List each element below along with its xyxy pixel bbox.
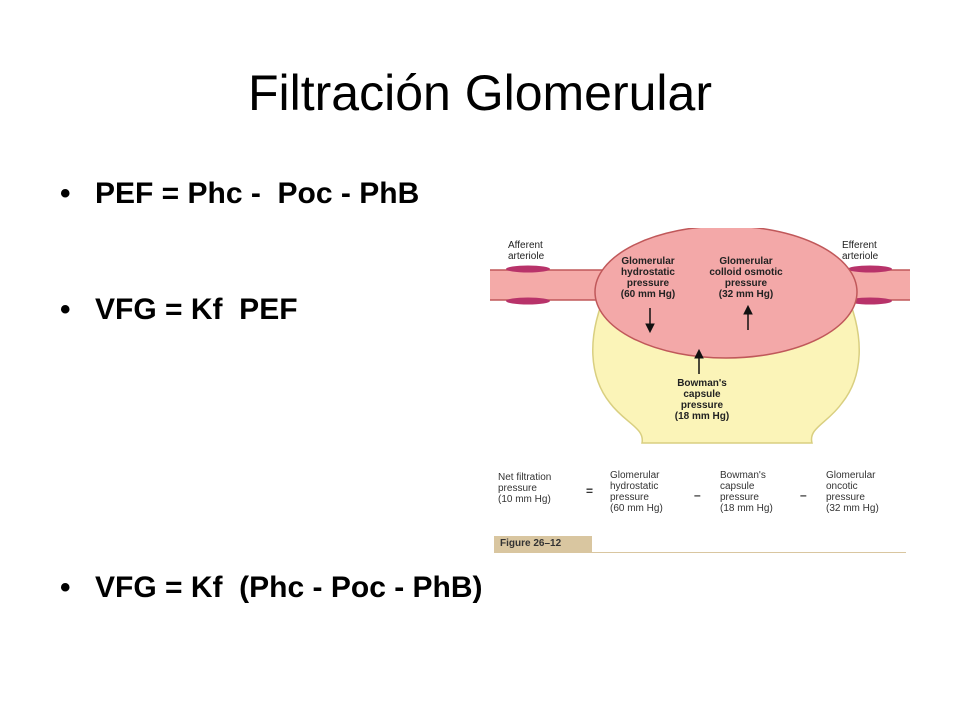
- afferent-wall-bottom: [506, 297, 550, 305]
- eq-equals: =: [586, 484, 594, 498]
- caption-rule: [494, 552, 906, 553]
- eq-term-bowman: Bowman's capsule pressure (18 mm Hg): [720, 470, 773, 514]
- efferent-wall-top: [848, 265, 892, 273]
- eq-line: Bowman's: [720, 470, 766, 481]
- eq-minus: –: [800, 488, 807, 502]
- glomerular-colloid-label: Glomerular colloid osmotic pressure (32 …: [709, 256, 783, 300]
- arrow-up-icon: [694, 348, 704, 374]
- arrow-up-icon: [743, 304, 753, 330]
- label-line: (32 mm Hg): [719, 289, 773, 300]
- bullet-dot: •: [60, 177, 71, 210]
- bullet-dot: •: [60, 293, 71, 326]
- eq-line: Glomerular: [610, 470, 660, 481]
- glomerulus-diagram: Afferent arteriole Efferent arteriole Gl…: [490, 228, 910, 444]
- eq-term-hydrostatic: Glomerular hydrostatic pressure (60 mm H…: [610, 470, 663, 514]
- eq-line: (60 mm Hg): [610, 503, 663, 514]
- eq-net-filtration: Net filtration pressure (10 mm Hg): [498, 472, 551, 505]
- bullet-text: VFG = Kf PEF: [95, 293, 298, 326]
- eq-line: (32 mm Hg): [826, 503, 879, 514]
- efferent-label-line: arteriole: [842, 251, 879, 262]
- bullet-text: VFG = Kf (Phc - Poc - PhB): [95, 571, 483, 604]
- bowman-capsule-label: Bowman's capsule pressure (18 mm Hg): [675, 378, 729, 422]
- eq-line: capsule: [720, 481, 755, 492]
- bullet-vfg-full: • VFG = Kf (Phc - Poc - PhB): [60, 568, 483, 608]
- label-line: pressure: [627, 278, 670, 289]
- label-line: (60 mm Hg): [621, 289, 675, 300]
- glomerular-hydrostatic-label: Glomerular hydrostatic pressure (60 mm H…: [621, 256, 676, 300]
- eq-line: (10 mm Hg): [498, 494, 551, 505]
- eq-line: pressure: [826, 492, 865, 503]
- label-line: (18 mm Hg): [675, 411, 729, 422]
- efferent-wall-bottom: [848, 297, 892, 305]
- afferent-label: Afferent arteriole: [508, 240, 545, 262]
- afferent-label-line: arteriole: [508, 251, 545, 262]
- eq-line: pressure: [610, 492, 649, 503]
- label-line: pressure: [681, 400, 724, 411]
- eq-term-oncotic: Glomerular oncotic pressure (32 mm Hg): [826, 470, 879, 514]
- efferent-label: Efferent arteriole: [842, 240, 879, 262]
- label-line: pressure: [725, 278, 768, 289]
- eq-minus: –: [694, 488, 701, 502]
- label-line: Glomerular: [719, 256, 772, 267]
- label-line: hydrostatic: [621, 267, 675, 278]
- label-line: capsule: [683, 389, 721, 400]
- eq-line: Net filtration: [498, 472, 552, 483]
- eq-line: (18 mm Hg): [720, 503, 773, 514]
- arrow-down-icon: [645, 308, 655, 334]
- bullet-text: PEF = Phc - Poc - PhB: [95, 177, 420, 210]
- afferent-wall-top: [506, 265, 550, 273]
- label-line: colloid osmotic: [709, 267, 783, 278]
- bullet-pef: • PEF = Phc - Poc - PhB: [60, 174, 419, 214]
- bullet-dot: •: [60, 571, 71, 604]
- bullet-vfg-kf-pef: • VFG = Kf PEF: [60, 290, 298, 330]
- eq-line: oncotic: [826, 481, 858, 492]
- afferent-label-line: Afferent: [508, 240, 543, 251]
- glomerulus-shape: [594, 228, 858, 359]
- eq-line: hydrostatic: [610, 481, 659, 492]
- slide-title: Filtración Glomerular: [247, 65, 712, 121]
- glomerulus-figure: Afferent arteriole Efferent arteriole Gl…: [490, 228, 910, 558]
- eq-line: pressure: [720, 492, 759, 503]
- efferent-label-line: Efferent: [842, 240, 877, 251]
- figure-caption: Figure 26–12: [494, 536, 592, 552]
- eq-line: pressure: [498, 483, 537, 494]
- eq-line: Glomerular: [826, 470, 876, 481]
- label-line: Bowman's: [677, 378, 727, 389]
- label-line: Glomerular: [621, 256, 674, 267]
